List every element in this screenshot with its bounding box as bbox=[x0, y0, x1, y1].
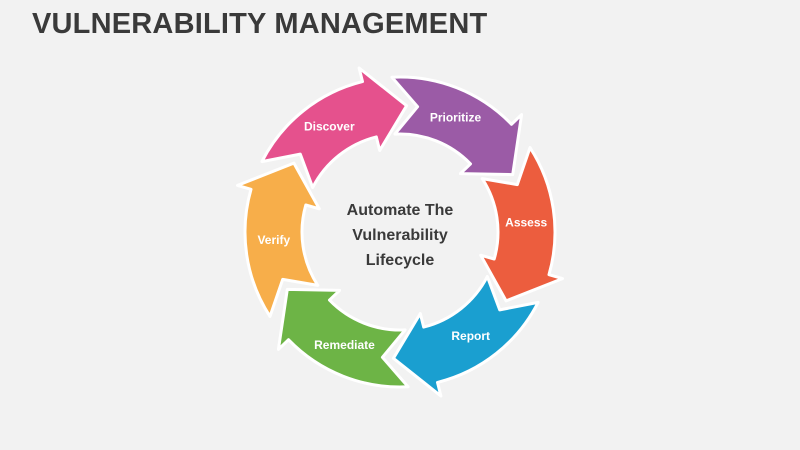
cycle-label-report: Report bbox=[451, 329, 490, 343]
cycle-arrow-report bbox=[391, 275, 540, 398]
cycle-arrow-remediate bbox=[276, 287, 410, 389]
cycle-arrow-verify bbox=[236, 161, 321, 318]
center-label-line-2: Vulnerability bbox=[352, 227, 448, 244]
cycle-label-verify: Verify bbox=[257, 233, 290, 247]
cycle-label-prioritize: Prioritize bbox=[430, 110, 482, 124]
cycle-arrow-discover bbox=[260, 66, 409, 189]
slide-title: VULNERABILITY MANAGEMENT bbox=[32, 8, 488, 40]
center-label-line-1: Automate The bbox=[346, 202, 454, 219]
center-label-line-3: Lifecycle bbox=[365, 252, 435, 269]
cycle-arrow-assess bbox=[479, 146, 564, 303]
cycle-label-assess: Assess bbox=[505, 215, 547, 229]
cycle-label-remediate: Remediate bbox=[314, 338, 375, 352]
center-label: Automate The Vulnerability Lifecycle bbox=[320, 198, 480, 273]
cycle-label-discover: Discover bbox=[304, 119, 355, 133]
cycle-arrow-prioritize bbox=[390, 75, 524, 177]
